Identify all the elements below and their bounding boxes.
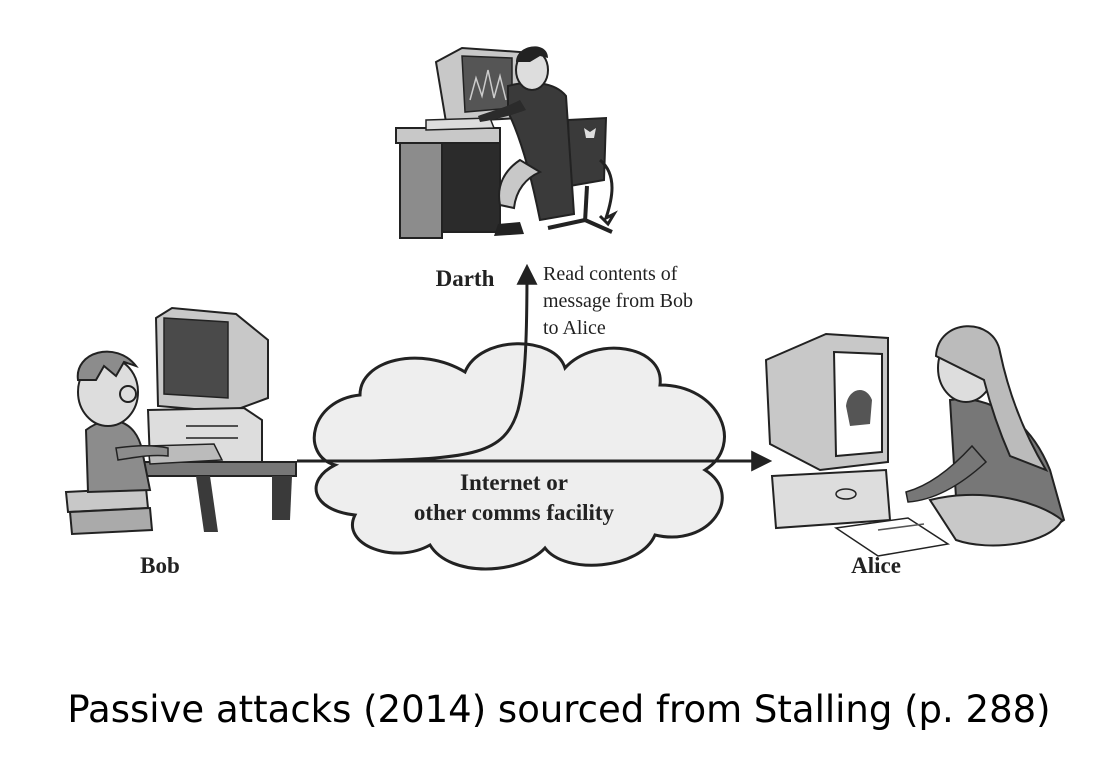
- attacker-name-label: Darth: [436, 266, 495, 291]
- interception-note-line-2: message from Bob: [543, 290, 693, 312]
- girl-at-computer-icon: [764, 325, 1066, 557]
- figure-caption: Passive attacks (2014) sourced from Stal…: [67, 688, 1051, 731]
- network-label-line-2: other comms facility: [414, 500, 615, 525]
- cloud-icon: [312, 342, 726, 571]
- sender-name-label: Bob: [140, 553, 180, 578]
- interception-note-line-3: to Alice: [543, 317, 606, 339]
- boy-at-computer-icon: [64, 306, 297, 536]
- interception-note-line-1: Read contents of: [543, 263, 678, 285]
- receiver-name-label: Alice: [851, 553, 901, 578]
- network-label-line-1: Internet or: [460, 470, 568, 495]
- eavesdropper-at-computer-icon: [395, 46, 618, 239]
- interception-arrow-to-darth: [369, 263, 538, 463]
